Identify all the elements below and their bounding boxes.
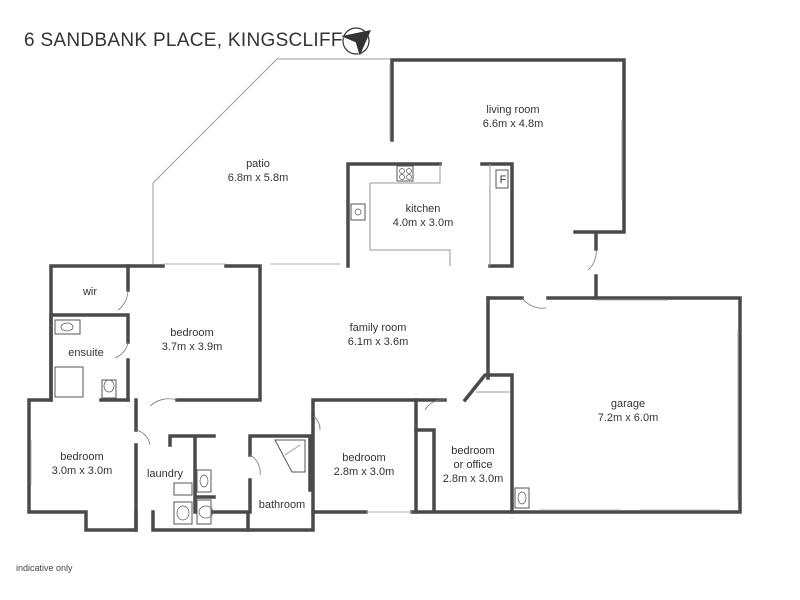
wir-name: wir xyxy=(82,286,97,298)
fridge-label: F xyxy=(500,174,507,186)
kitchen-name: kitchen xyxy=(406,203,441,215)
kitchen-size: 4.0m x 3.0m xyxy=(393,217,454,229)
office-name-line1: bedroom xyxy=(451,445,494,457)
bedroom-mid-name: bedroom xyxy=(342,452,385,464)
bedroom-left-name: bedroom xyxy=(60,451,103,463)
page-title: 6 SANDBANK PLACE, KINGSCLIFF xyxy=(24,30,343,51)
bathroom-name: bathroom xyxy=(259,499,305,511)
kitchen-walls xyxy=(346,162,514,268)
living-room-size: 6.6m x 4.8m xyxy=(483,118,544,130)
patio-outline xyxy=(152,58,390,264)
living-room-name: living room xyxy=(486,104,539,116)
bedroom-left-size: 3.0m x 3.0m xyxy=(52,465,113,477)
bedroom-main-name: bedroom xyxy=(170,327,213,339)
north-arrow-icon xyxy=(341,27,371,56)
office-size: 2.8m x 3.0m xyxy=(443,473,504,485)
garage-walls xyxy=(486,296,742,514)
living-room-walls xyxy=(390,58,626,300)
patio-name: patio xyxy=(246,158,270,170)
house-perimeter xyxy=(27,264,418,532)
bedroom-main-size: 3.7m x 3.9m xyxy=(162,341,223,353)
garage-name: garage xyxy=(611,398,645,410)
family-room-name: family room xyxy=(350,322,407,334)
disclaimer-note: indicative only xyxy=(16,563,73,573)
bedroom-mid-size: 2.8m x 3.0m xyxy=(334,466,395,478)
garage-size: 7.2m x 6.0m xyxy=(598,412,659,424)
ensuite-name: ensuite xyxy=(68,347,103,359)
laundry-name: laundry xyxy=(147,468,184,480)
patio-size: 6.8m x 5.8m xyxy=(228,172,289,184)
office-name-line2: or office xyxy=(454,459,493,471)
family-room-size: 6.1m x 3.6m xyxy=(348,336,409,348)
